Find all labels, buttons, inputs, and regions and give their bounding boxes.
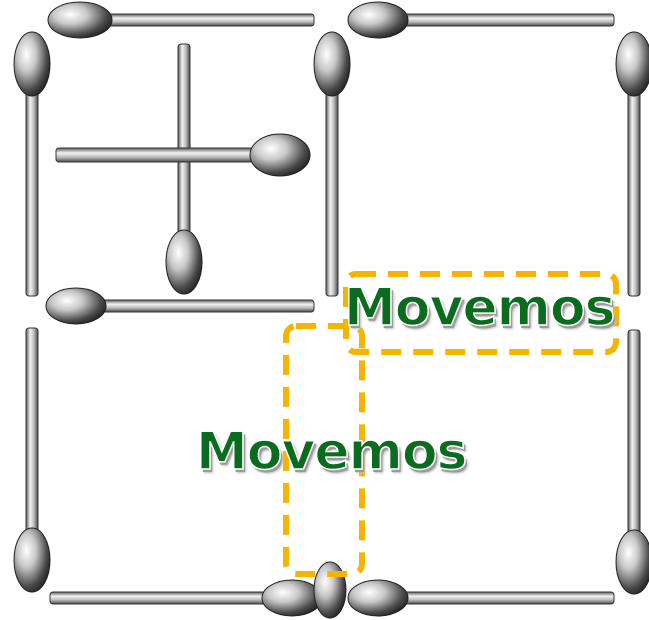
match-inner-vertical [165,43,203,295]
match-left-lower [13,327,51,593]
match-center-upper [313,31,351,297]
move-label-middle: Movemos [195,422,468,482]
match-bottom-right [347,579,615,617]
match-inner-horizontal [55,133,311,177]
match-top-left [47,1,315,39]
match-right-lower [615,329,649,595]
match-center-bottom-head [313,561,347,619]
match-bottom-left [49,579,323,617]
match-middle-left [45,287,315,325]
move-label-top: Movemos [343,278,616,338]
highlight-box-horizontal [343,271,619,355]
match-right-upper [615,31,649,297]
match-left-upper [13,31,51,297]
match-top-right [347,1,615,39]
